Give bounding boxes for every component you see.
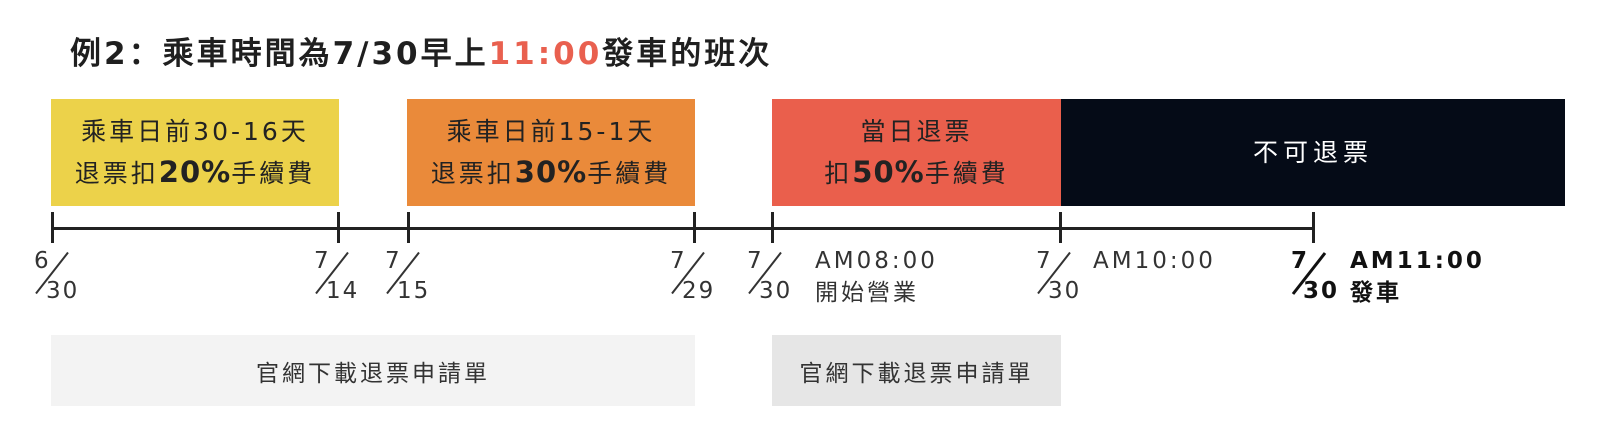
- segment-same-day: 當日退票 扣50%手續費: [772, 99, 1061, 206]
- page-title: 例2：乘車時間為7/30早上11:00發車的班次: [70, 28, 772, 73]
- cutoff-time: AM10:00: [1093, 248, 1216, 274]
- fee-prefix: 扣: [824, 158, 853, 188]
- segment-label: 當日退票: [860, 116, 973, 146]
- segment-fee: 退票扣20%手續費: [75, 152, 315, 194]
- segment-fee: 退票扣30%手續費: [431, 152, 671, 194]
- date-day: 30: [1048, 278, 1082, 304]
- date-month: 7: [314, 248, 329, 274]
- date-day: 14: [326, 278, 360, 304]
- fee-percent: 50%: [852, 154, 925, 189]
- date-label: 7 14: [306, 248, 366, 308]
- cutoff-time-note: AM10:00: [1093, 245, 1216, 277]
- title-suffix: 發車的班次: [602, 36, 773, 72]
- date-day: 15: [397, 278, 431, 304]
- download-refund-form-online-1: 官網下載退票申請單: [51, 335, 695, 406]
- timeline-tick: [51, 212, 54, 243]
- date-day: 30: [46, 278, 80, 304]
- fee-prefix: 退票扣: [430, 158, 515, 188]
- timeline-tick: [771, 212, 774, 243]
- title-prefix: 例2：乘車時間為7/30早上: [70, 36, 489, 72]
- fee-suffix: 手續費: [231, 158, 316, 188]
- date-month: 7: [1291, 248, 1308, 274]
- segment-no-refund: 不可退票: [1061, 99, 1565, 206]
- timeline-tick: [1312, 212, 1315, 243]
- fee-suffix: 手續費: [587, 158, 672, 188]
- open-time: AM08:00: [815, 248, 938, 274]
- fee-percent: 20%: [158, 154, 232, 189]
- title-highlight-time: 11:00: [488, 36, 603, 72]
- open-text: 開始營業: [815, 280, 919, 306]
- date-day: 30: [759, 278, 793, 304]
- departure-text: 發車: [1350, 280, 1402, 306]
- date-month: 7: [1036, 248, 1051, 274]
- segment-label: 不可退票: [1252, 137, 1373, 167]
- segment-30-16-days: 乘車日前30-16天 退票扣20%手續費: [51, 99, 339, 206]
- departure-time: AM11:00: [1350, 248, 1485, 274]
- date-month: 7: [747, 248, 762, 274]
- timeline-tick: [1059, 212, 1062, 243]
- date-label: 7 15: [377, 248, 437, 308]
- date-day: 30: [1303, 278, 1340, 304]
- date-label-departure: 7 30: [1283, 248, 1343, 308]
- timeline-tick: [337, 212, 340, 243]
- segment-15-1-days: 乘車日前15-1天 退票扣30%手續費: [407, 99, 695, 206]
- segment-fee: 扣50%手續費: [824, 152, 1008, 194]
- fee-percent: 30%: [514, 154, 588, 189]
- segment-label: 乘車日前30-16天: [81, 116, 309, 146]
- date-month: 7: [385, 248, 400, 274]
- date-label: 7 29: [662, 248, 722, 308]
- open-time-note: AM08:00 開始營業: [815, 245, 938, 309]
- download-refund-form-online-2: 官網下載退票申請單: [772, 335, 1061, 406]
- timeline-tick: [407, 212, 410, 243]
- date-month: 6: [34, 248, 49, 274]
- segment-label: 乘車日前15-1天: [446, 116, 656, 146]
- timeline-tick: [693, 212, 696, 243]
- date-month: 7: [670, 248, 685, 274]
- fee-suffix: 手續費: [924, 158, 1009, 188]
- date-label: 7 30: [739, 248, 799, 308]
- departure-note: AM11:00 發車: [1350, 245, 1485, 309]
- date-label: 6 30: [26, 248, 86, 308]
- timeline-axis: [52, 227, 1315, 230]
- fee-prefix: 退票扣: [74, 158, 159, 188]
- date-day: 29: [682, 278, 716, 304]
- date-label: 7 30: [1028, 248, 1088, 308]
